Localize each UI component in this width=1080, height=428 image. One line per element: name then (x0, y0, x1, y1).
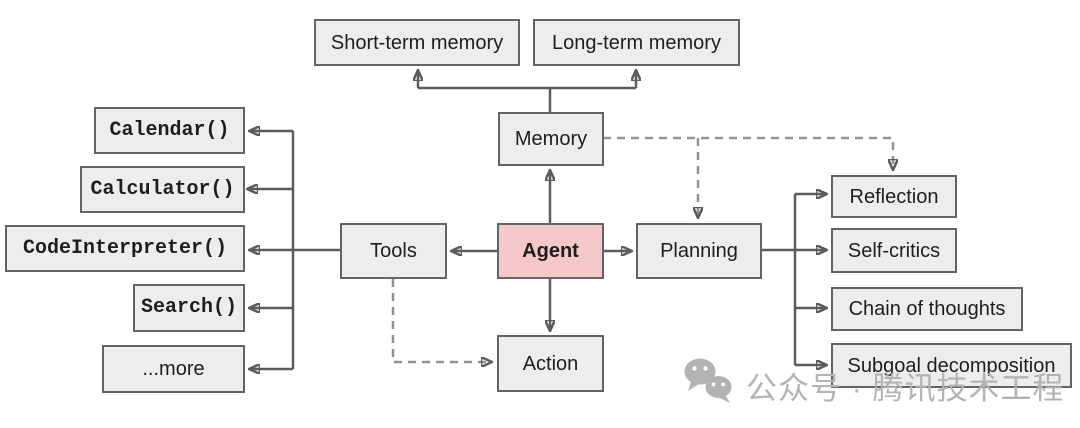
node-reflection: Reflection (831, 175, 957, 218)
node-calendar: Calendar() (94, 107, 245, 154)
node-subgoal-decomposition: Subgoal decomposition (831, 343, 1072, 388)
node-code-interpreter: CodeInterpreter() (5, 225, 245, 272)
node-memory: Memory (498, 112, 604, 166)
node-short-term-memory: Short-term memory (314, 19, 520, 66)
node-long-term-memory: Long-term memory (533, 19, 740, 66)
node-calculator: Calculator() (80, 166, 245, 213)
node-tools: Tools (340, 223, 447, 279)
node-agent: Agent (497, 223, 604, 279)
node-action: Action (497, 335, 604, 392)
node-chain-of-thoughts: Chain of thoughts (831, 287, 1023, 331)
dashed-memory-to-reflection (603, 136, 893, 169)
node-search: Search() (133, 284, 245, 332)
dashed-tools-to-action (391, 279, 491, 362)
node-more: ...more (102, 345, 245, 393)
node-planning: Planning (636, 223, 762, 279)
node-self-critics: Self-critics (831, 228, 957, 273)
